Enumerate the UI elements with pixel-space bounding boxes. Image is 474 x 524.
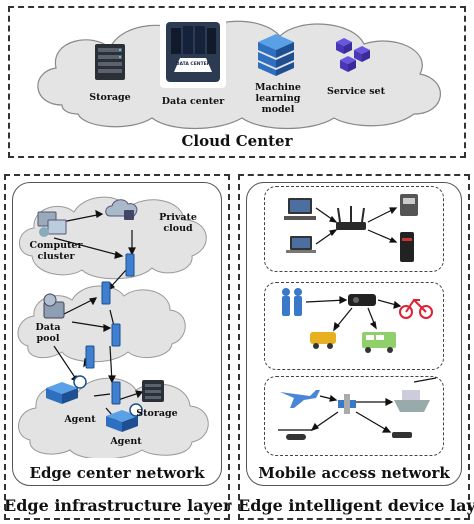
machine-learning-model-icon — [258, 34, 294, 76]
machine-learning-model-label: Machine learning model — [255, 82, 301, 115]
car-icon — [310, 332, 336, 349]
agent-label-2: Agent — [110, 436, 142, 447]
edge-infrastructure-layer-title: Edge infrastructure layer — [4, 496, 232, 515]
edge-center-network-diagram — [17, 196, 209, 458]
device-group-aerial — [264, 376, 444, 456]
server-tower-icon — [400, 232, 414, 262]
ship-icon — [394, 390, 430, 412]
wifi-router-icon — [336, 206, 366, 230]
agent-icon-2 — [106, 403, 143, 432]
edge-infrastructure-layer-box — [4, 174, 230, 520]
service-set-icon — [336, 38, 370, 72]
helicopter-icon — [278, 429, 312, 440]
printer-icon — [400, 194, 418, 216]
edge-intelligent-device-layer-box — [238, 174, 470, 520]
satellite-icon — [338, 394, 356, 414]
computer-cluster-label: Computer cluster — [29, 240, 83, 262]
storage-label-edge: Storage — [136, 408, 178, 419]
agent-label-1: Agent — [64, 414, 96, 425]
private-cloud-label: Private cloud — [159, 212, 197, 234]
private-cloud-icon — [105, 199, 138, 220]
agent-icon-1 — [46, 375, 87, 404]
people-icon — [282, 288, 302, 316]
computer-cluster-icon — [37, 211, 67, 237]
laptop-icon — [286, 236, 316, 253]
cloud-center-title: Cloud Center — [181, 132, 293, 150]
storage-label: Storage — [89, 92, 131, 103]
top-edge-cloud — [19, 196, 207, 280]
data-pool-label: Data pool — [35, 322, 61, 344]
cloud-center-box — [8, 6, 466, 158]
bicycle-icon — [399, 298, 433, 319]
sensor-device-icon — [392, 432, 412, 438]
mobile-access-network-title: Mobile access network — [258, 464, 450, 482]
bus-icon — [362, 332, 396, 353]
desktop-computer-icon — [284, 198, 316, 220]
data-pool-icon — [43, 293, 65, 319]
edge-storage-icon — [142, 380, 164, 402]
mobile-access-diagram — [278, 194, 437, 440]
projector-icon — [348, 294, 376, 306]
data-center-badge: DATA CENTER — [175, 62, 211, 67]
data-center-icon: DATA CENTER — [160, 16, 226, 88]
airplane-icon — [280, 390, 320, 408]
edge-intelligent-device-layer-title: Edge intelligent device layer — [238, 496, 474, 515]
edge-center-network-title: Edge center network — [29, 464, 205, 482]
storage-server-icon — [95, 44, 125, 80]
service-set-label: Service set — [327, 86, 385, 97]
data-center-label: Data center — [161, 96, 225, 107]
